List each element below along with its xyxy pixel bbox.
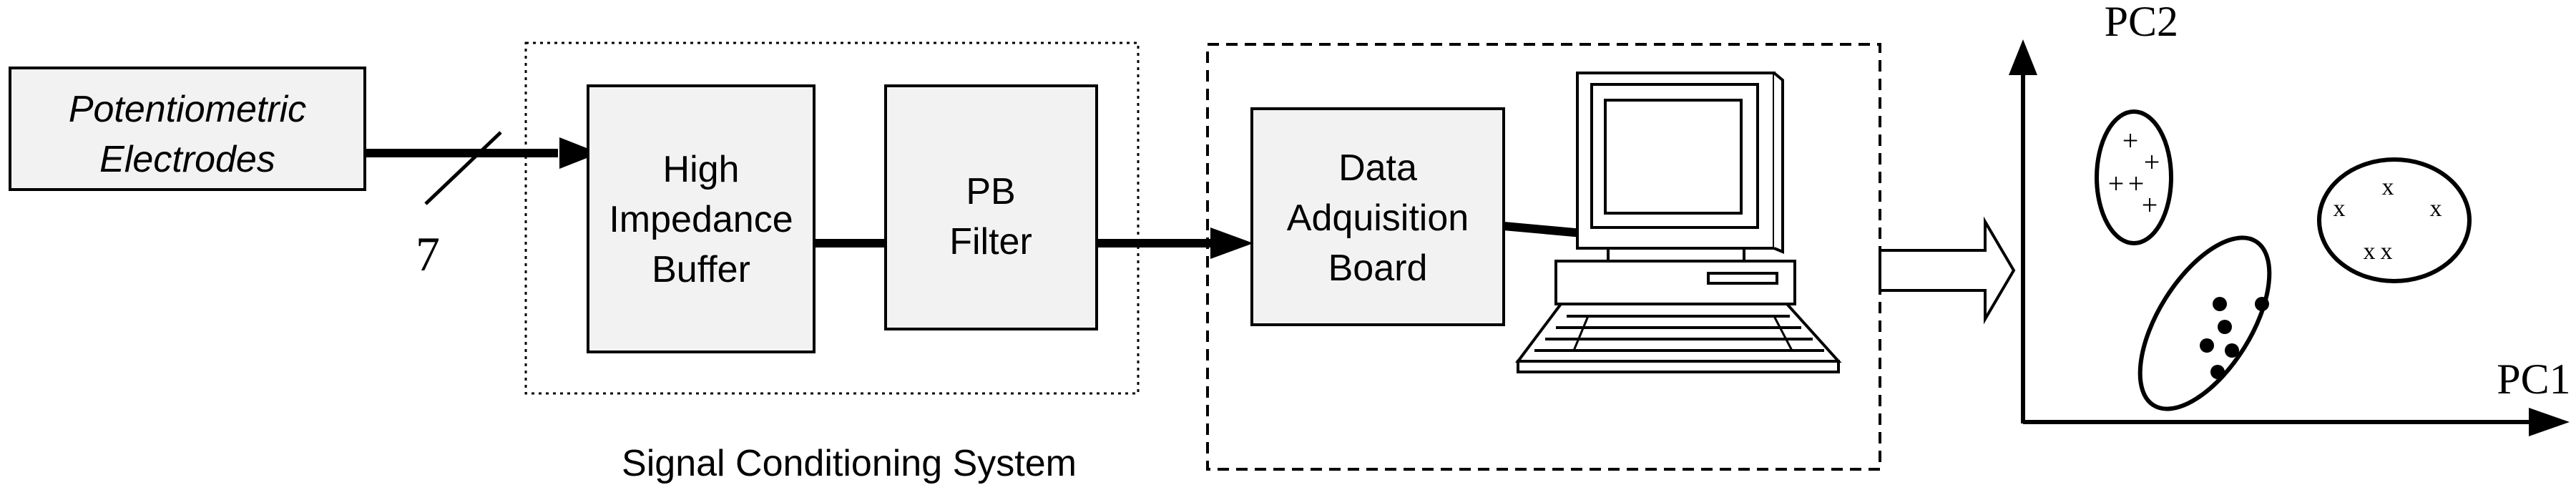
filter-daq-arrow <box>1097 227 1253 259</box>
daq-label-line3: Board <box>1328 248 1428 289</box>
x-axis-label: PC1 <box>2497 356 2570 403</box>
daq-computer-cable <box>1503 222 1583 237</box>
y-axis-label: PC2 <box>2105 0 2178 45</box>
plus-marker: + <box>2108 167 2125 200</box>
data-point <box>2210 365 2225 379</box>
filter-label-line1: PB <box>966 171 1015 212</box>
filter-block: PB Filter <box>884 84 1098 330</box>
data-point <box>2255 297 2269 311</box>
plus-marker: + <box>2128 167 2145 200</box>
cluster-cross: x x x x x <box>2317 157 2472 283</box>
data-point <box>2225 343 2239 358</box>
data-point <box>2218 320 2232 334</box>
data-point <box>2213 297 2227 311</box>
signal-conditioning-label: Signal Conditioning System <box>622 443 1077 484</box>
cluster-plus: + + + + + <box>2095 109 2173 245</box>
cross-marker: x <box>2430 195 2442 222</box>
cross-marker: x <box>2364 238 2376 265</box>
buffer-label-line3: Buffer <box>652 249 750 290</box>
daq-label-line1: Data <box>1338 147 1417 189</box>
cross-marker: x <box>2333 195 2346 222</box>
daq-label-line2: Adquisition <box>1287 197 1469 239</box>
plus-marker: + <box>2144 146 2160 178</box>
buffer-block: High Impedance Buffer <box>587 84 816 353</box>
plus-marker: + <box>2122 124 2139 157</box>
y-axis-arrow-icon <box>2009 39 2037 75</box>
x-axis-arrow-icon <box>2529 408 2570 436</box>
computer-icon <box>1515 72 1842 373</box>
electrodes-block: Potentiometric Electrodes <box>9 67 366 191</box>
electrodes-label-line2: Electrodes <box>99 139 275 180</box>
buffer-label-line2: Impedance <box>609 199 793 240</box>
daq-block: Data Adquisition Board <box>1250 107 1505 326</box>
bus-slash-icon <box>424 131 502 205</box>
hollow-block-arrow-icon <box>1879 216 2016 325</box>
buffer-label-line1: High <box>663 149 740 190</box>
plus-marker: + <box>2142 189 2158 221</box>
cross-marker: x <box>2382 174 2394 200</box>
filter-label-line2: Filter <box>949 221 1032 263</box>
bus-count-label: 7 <box>416 227 440 281</box>
electrode-bus-arrow: 7 <box>365 131 599 281</box>
signal-conditioning-group: Signal Conditioning System <box>524 41 1140 484</box>
electrodes-label-line1: Potentiometric <box>69 89 306 130</box>
cross-marker: x <box>2381 238 2393 265</box>
data-point <box>2200 338 2214 353</box>
pca-plot: PC2 PC1 + + + + + x x x x x <box>2009 0 2571 436</box>
cluster-dots <box>2137 235 2272 411</box>
